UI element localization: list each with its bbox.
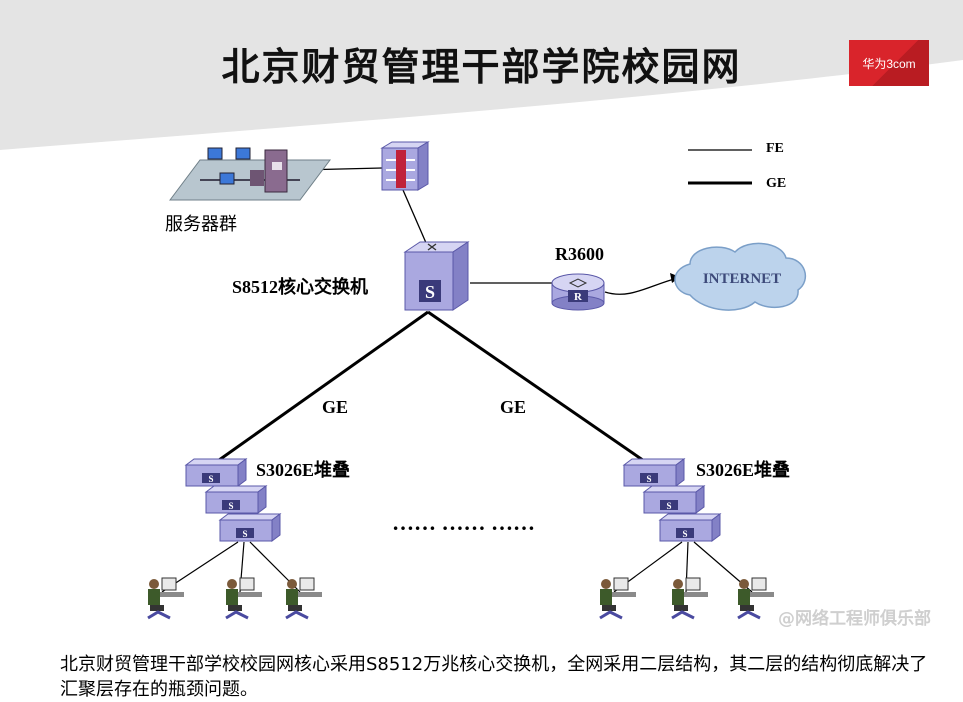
user-icon <box>225 577 262 620</box>
stack-left-label: S3026E堆叠 <box>256 460 351 480</box>
stack-letter: S <box>682 529 687 539</box>
stack-letter: S <box>666 501 671 511</box>
header-background <box>0 0 963 150</box>
caption-text: 北京财贸管理干部学校校园网核心采用S8512万兆核心交换机，全网采用二层结构，其… <box>60 654 928 700</box>
link-core-stack-left <box>211 310 429 467</box>
core-switch-icon: S <box>403 241 470 311</box>
user-icon <box>671 577 708 620</box>
firewall-icon <box>380 141 430 191</box>
watermark: @网络工程师俱乐部 <box>778 609 931 629</box>
legend-fe-label: FE <box>766 141 784 156</box>
core-switch-icon-letter: S <box>425 282 435 302</box>
stack-right-label: S3026E堆叠 <box>696 460 791 480</box>
user-icon <box>147 577 184 620</box>
stack-letter: S <box>208 474 213 484</box>
server-group-label: 服务器群 <box>165 214 237 235</box>
stack-switch <box>658 513 722 542</box>
router-label: R3600 <box>555 244 604 264</box>
core-switch-label: S8512核心交换机 <box>232 277 369 297</box>
internet-cloud-icon: INTERNET <box>674 242 807 311</box>
stack-switch <box>622 458 686 487</box>
user-workstations <box>147 577 774 620</box>
stack-letter: S <box>646 474 651 484</box>
internet-label: INTERNET <box>703 271 781 287</box>
server-group-icon <box>169 147 331 201</box>
stack-switch <box>642 485 706 514</box>
access-links-right <box>613 541 753 593</box>
link-ge-right-label: GE <box>500 397 527 417</box>
router-icon-letter: R <box>574 291 583 303</box>
router-icon: R <box>551 273 605 311</box>
stack-switch <box>204 485 268 514</box>
user-icon <box>285 577 322 620</box>
legend-ge-label: GE <box>766 176 787 191</box>
user-icon <box>599 577 636 620</box>
user-icon <box>737 577 774 620</box>
link-router-internet <box>604 277 679 295</box>
ellipsis: …… …… …… <box>392 510 535 535</box>
page-title: 北京财贸管理干部学院校园网 <box>221 45 742 89</box>
stack-left-icon <box>184 458 282 542</box>
stack-switch <box>218 513 282 542</box>
stack-letter: S <box>228 501 233 511</box>
stack-letter: S <box>242 529 247 539</box>
link-core-stack-right <box>427 310 651 467</box>
stack-switch <box>184 458 248 487</box>
huawei-3com-logo: 华为3com <box>849 40 929 86</box>
link-ge-left-label: GE <box>322 397 349 417</box>
stack-right-icon <box>622 458 722 542</box>
